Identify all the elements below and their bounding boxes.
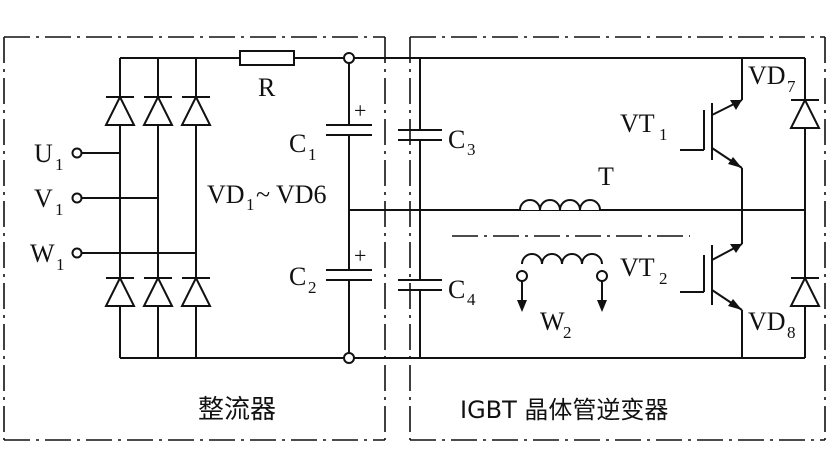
terminal-w1	[71, 247, 83, 259]
label-vd7-sub: 7	[787, 77, 796, 96]
label-vd7: VD	[748, 61, 786, 90]
dc-node-top	[343, 52, 355, 64]
diode-lower-2	[142, 275, 174, 307]
label-u1-sub: 1	[55, 155, 64, 174]
label-t: T	[598, 162, 614, 191]
igbt-vt1	[680, 99, 743, 210]
label-u1: U	[34, 139, 53, 168]
capacitor-c3	[398, 58, 442, 210]
dc-node-bottom	[343, 352, 355, 364]
label-plus-bottom: +	[354, 243, 366, 268]
capacitor-c2	[326, 210, 372, 353]
label-c2: C	[289, 262, 306, 291]
transformer-secondary	[516, 253, 608, 312]
rectifier-caption: 整流器	[198, 395, 276, 425]
label-c3: C	[448, 125, 465, 154]
label-plus-top: +	[354, 98, 366, 123]
diode-upper-2	[142, 94, 174, 126]
label-c1: C	[289, 129, 306, 158]
label-v1-sub: 1	[55, 200, 64, 219]
inverter-block-outline	[409, 36, 826, 441]
label-c1-sub: 1	[308, 145, 317, 164]
terminal-u1	[71, 147, 83, 159]
capacitor-c4	[398, 210, 442, 358]
inverter-caption: IGBT 晶体管逆变器	[460, 396, 668, 424]
transformer-primary	[519, 199, 601, 211]
label-v1: V	[34, 184, 53, 213]
label-c3-sub: 3	[467, 140, 476, 159]
diode-lower-1	[104, 275, 136, 307]
diode-upper-1	[104, 94, 136, 126]
diode-upper-3	[180, 94, 212, 126]
label-c4-sub: 4	[467, 290, 476, 309]
label-vd-range-end: VD6	[276, 180, 327, 209]
capacitor-c1	[326, 63, 372, 210]
label-r: R	[258, 73, 276, 102]
label-w1: W	[30, 239, 55, 268]
terminal-v1	[71, 192, 83, 204]
label-vt2-sub: 2	[659, 269, 668, 288]
label-vt1-sub: 1	[659, 125, 668, 144]
label-vd-range-tilde: ~	[256, 180, 270, 209]
label-w2-sub: 2	[563, 323, 572, 342]
resistor-r	[239, 50, 295, 66]
label-vt1: VT	[620, 109, 655, 138]
diode-lower-3	[180, 275, 212, 307]
diode-vd7	[789, 97, 821, 129]
label-vd8-sub: 8	[787, 323, 796, 342]
igbt-vt2	[680, 210, 743, 320]
label-c2-sub: 2	[308, 278, 317, 297]
diode-vd8	[789, 275, 821, 307]
label-vd8: VD	[748, 307, 786, 336]
label-w2: W	[540, 307, 565, 336]
label-vd-range: VD	[207, 180, 245, 209]
label-vd-range-sub: 1	[246, 195, 255, 214]
label-w1-sub: 1	[56, 255, 65, 274]
label-vt2: VT	[620, 253, 655, 282]
label-c4: C	[448, 275, 465, 304]
